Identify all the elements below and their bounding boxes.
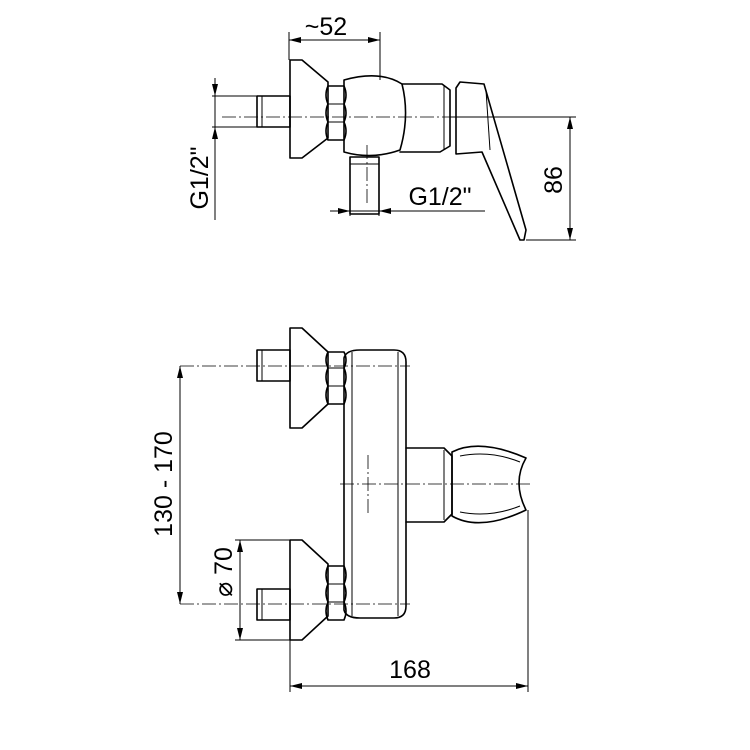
width-label: ~52	[305, 13, 347, 41]
top-view: ~52 G1/2" G1/2" 86	[186, 13, 576, 241]
total-width-label: 168	[389, 656, 431, 684]
upper-hex-nut	[325, 351, 347, 405]
spacing-label: 130 - 170	[150, 431, 178, 537]
outlet-thread-label: G1/2"	[408, 183, 471, 211]
mixer-body-top	[343, 75, 407, 157]
lower-wall-flange	[289, 539, 329, 641]
cartridge-housing	[405, 447, 453, 523]
front-view: 130 - 170 ⌀ 70 168	[150, 327, 530, 692]
handle-front	[451, 445, 527, 524]
mixer-body-front	[343, 349, 407, 619]
lever-handle-top	[455, 81, 527, 241]
hex-nut-top	[325, 85, 347, 141]
wall-flange-top	[289, 59, 329, 159]
shower-outlet	[349, 156, 380, 215]
body-extension-top	[399, 83, 451, 153]
flange-diameter-label: ⌀ 70	[210, 547, 238, 597]
inlet-thread-label: G1/2"	[186, 146, 214, 209]
height-label: 86	[540, 166, 568, 194]
upper-wall-flange	[289, 327, 329, 429]
lower-hex-nut	[325, 565, 347, 621]
